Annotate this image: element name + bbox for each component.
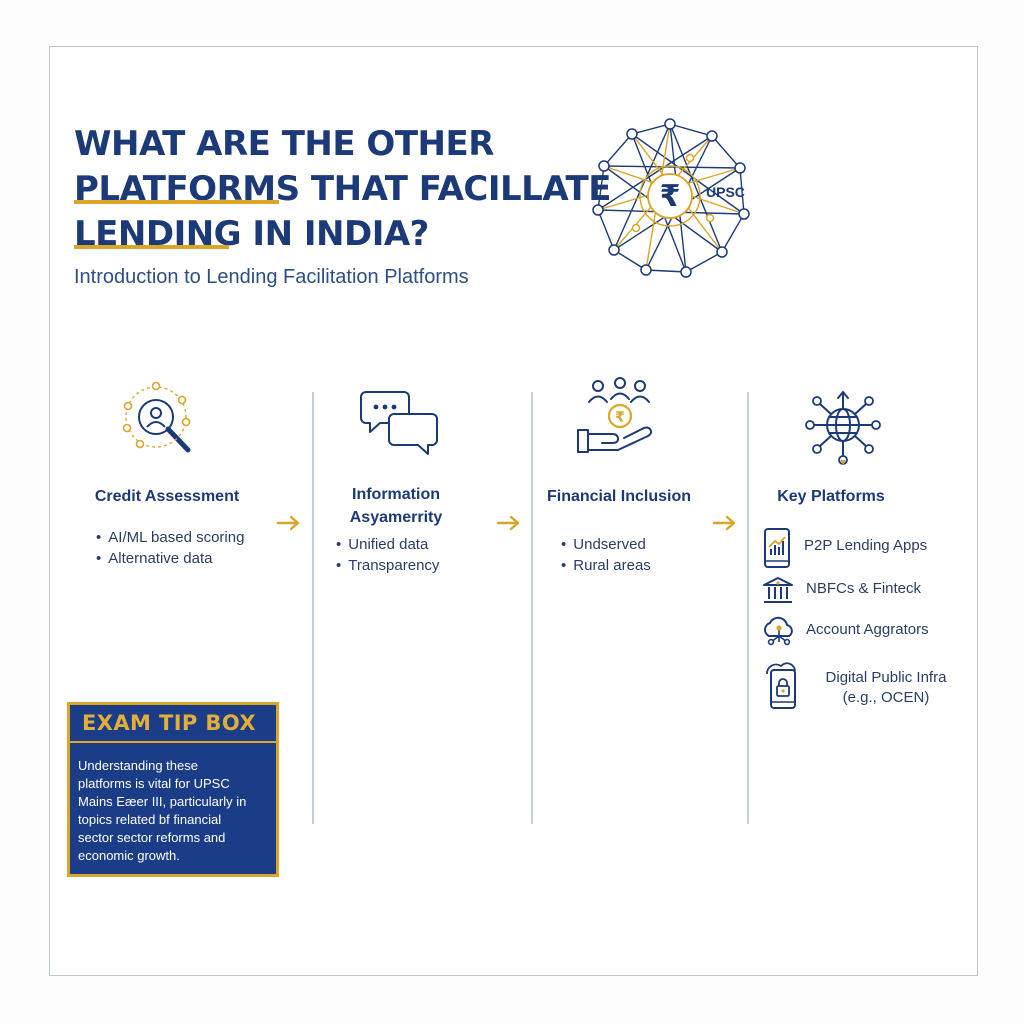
bullet-item: Alternative data — [96, 548, 244, 569]
subtitle: Introduction to Lending Facilitation Pla… — [74, 266, 469, 288]
platform-digital-public-infra-label: Digital Public Infra — [825, 669, 947, 686]
exam-tip-heading: EXAM TIP BOX — [70, 705, 276, 743]
exam-tip-line: platforms is vital for UPSC — [78, 776, 230, 791]
phone-lock-icon — [766, 662, 796, 709]
column-title-financial-inclusion: Financial Inclusion — [546, 488, 692, 505]
column-divider-3 — [747, 392, 749, 824]
platform-digital-public-infra: Digital Public Infra (e.g., OCEN) — [806, 668, 966, 708]
financial-inclusion-bullets: Undserved Rural areas — [561, 534, 651, 576]
exam-tip-box: EXAM TIP BOX Understanding these platfor… — [67, 702, 279, 877]
phone-chart-icon — [764, 528, 790, 568]
title-line-1: WHAT ARE THE OTHER — [74, 124, 494, 164]
upsc-label: UPSC — [706, 184, 745, 200]
platform-p2p-lending-apps: P2P Lending Apps — [804, 537, 928, 554]
title-line-2: PLATFORMS THAT FACILLATE — [74, 169, 611, 209]
bullet-item: Transparency — [336, 555, 439, 576]
arrow-right-icon — [496, 515, 520, 531]
credit-assessment-bullets: AI/ML based scoring Alternative data — [96, 527, 244, 569]
hand-rupee-coin-people-icon: ₹ — [577, 377, 653, 453]
title-underline-2 — [74, 245, 229, 249]
exam-tip-line: sector sector reforms and — [78, 830, 226, 845]
globe-network-icon — [805, 390, 881, 465]
chat-bubbles-icon — [360, 391, 438, 455]
information-asymmetry-bullets: Unified data Transparency — [336, 534, 439, 576]
cloud-share-icon — [764, 616, 793, 646]
arrow-right-icon — [276, 515, 300, 531]
exam-tip-body: Understanding these platforms is vital f… — [70, 743, 276, 865]
column-divider-1 — [312, 392, 314, 824]
column-title-key-platforms: Key Platforms — [777, 488, 885, 505]
platform-nbfcs-fintech: NBFCs & Finteck — [806, 580, 922, 597]
column-divider-2 — [531, 392, 533, 824]
platform-digital-public-infra-example: (e.g., OCEN) — [842, 689, 930, 706]
title-line-3: LENDING IN INDIA? — [74, 214, 429, 254]
page-title: WHAT ARE THE OTHER PLATFORMS THAT FACILL… — [74, 122, 611, 257]
column-title-credit-assessment: Credit Assessment — [94, 488, 240, 505]
column-title-information-asymmetry: Information Asyamerrity — [349, 486, 443, 526]
bullet-item: AI/ML based scoring — [96, 527, 244, 548]
rupee-network-logo-icon: ₹ — [592, 118, 750, 278]
bullet-item: Undserved — [561, 534, 651, 555]
rupee-symbol: ₹ — [615, 410, 625, 426]
bullet-item: Rural areas — [561, 555, 651, 576]
rupee-symbol: ₹ — [660, 179, 681, 214]
exam-tip-line: economic growth. — [78, 848, 180, 863]
exam-tip-line: Mains Eæer III, particularly in — [78, 794, 247, 809]
exam-tip-line: Understanding these — [78, 758, 198, 773]
exam-tip-line: topics related bf financial — [78, 812, 222, 827]
title-underline-1 — [74, 200, 279, 204]
platform-account-aggregators: Account Aggrators — [806, 621, 929, 638]
bullet-item: Unified data — [336, 534, 439, 555]
magnifier-person-network-icon — [122, 381, 191, 453]
bank-building-icon — [763, 577, 793, 603]
arrow-right-icon — [712, 515, 736, 531]
